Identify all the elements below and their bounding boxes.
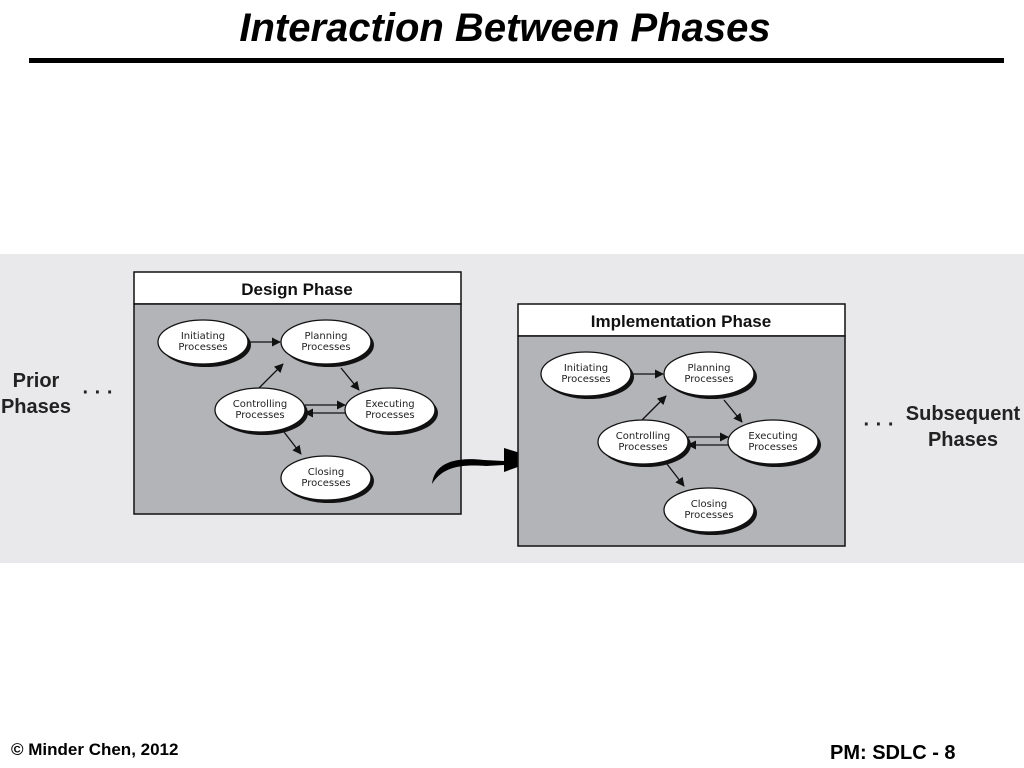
design-controlling-label-2: Processes [235, 410, 284, 421]
design-initiating-node: Initiating Processes [157, 319, 251, 367]
impl-executing-label-2: Processes [748, 442, 797, 453]
impl-initiating-label-2: Processes [561, 374, 610, 385]
design-controlling-to-closing-arrow [283, 431, 302, 455]
impl-initiating-label-1: Initiating [564, 363, 608, 374]
impl-controlling-to-closing-arrow [666, 463, 685, 487]
impl-planning-node: Planning Processes [663, 351, 757, 399]
implementation-phase-title: Implementation Phase [591, 312, 771, 331]
slide-number-footer: PM: SDLC - 8 [830, 742, 956, 764]
slide-title: Interaction Between Phases [239, 6, 771, 50]
subsequent-phases-label: · · · Subsequent Phases [863, 403, 1020, 451]
impl-planning-label-2: Processes [684, 374, 733, 385]
design-planning-label-2: Processes [301, 342, 350, 353]
impl-closing-label-1: Closing [691, 499, 728, 510]
design-planning-to-executing-arrow [340, 367, 360, 391]
design-planning-label-1: Planning [304, 331, 347, 342]
design-closing-label-2: Processes [301, 478, 350, 489]
phase-transition-arrow [432, 448, 540, 484]
prior-phases-label: Prior Phases · · · [1, 370, 114, 418]
prior-ellipsis: · · · [82, 382, 113, 404]
impl-closing-label-2: Processes [684, 510, 733, 521]
design-executing-node: Executing Processes [344, 387, 438, 435]
design-phase-box: Design Phase Initiating Processes Planni… [133, 271, 462, 515]
title-divider [29, 58, 1004, 63]
subsequent-phases-line1: Subsequent [906, 403, 1021, 425]
impl-planning-to-executing-arrow [723, 399, 743, 423]
design-controlling-label-1: Controlling [233, 399, 287, 410]
design-controlling-node: Controlling Processes [214, 387, 308, 435]
design-executing-label-2: Processes [365, 410, 414, 421]
impl-executing-label-1: Executing [748, 431, 797, 442]
subsequent-phases-line2: Phases [928, 429, 998, 451]
impl-closing-node: Closing Processes [663, 487, 757, 535]
design-initiating-label-1: Initiating [181, 331, 225, 342]
impl-controlling-to-planning-arrow [639, 395, 667, 423]
impl-initiating-node: Initiating Processes [540, 351, 634, 399]
impl-controlling-node: Controlling Processes [597, 419, 691, 467]
subsequent-ellipsis: · · · [863, 414, 894, 436]
impl-planning-label-1: Planning [687, 363, 730, 374]
design-closing-node: Closing Processes [280, 455, 374, 503]
design-closing-label-1: Closing [308, 467, 345, 478]
impl-controlling-label-1: Controlling [616, 431, 670, 442]
design-phase-title: Design Phase [241, 280, 353, 299]
copyright-footer: © Minder Chen, 2012 [11, 740, 179, 759]
design-planning-node: Planning Processes [280, 319, 374, 367]
implementation-phase-box: Implementation Phase Initiating Processe… [517, 303, 846, 547]
impl-controlling-label-2: Processes [618, 442, 667, 453]
prior-phases-line1: Prior [13, 370, 60, 392]
phase-interaction-diagram: Prior Phases · · · · · · Subsequent Phas… [1, 271, 1021, 547]
prior-phases-line2: Phases [1, 396, 71, 418]
design-controlling-to-planning-arrow [256, 363, 284, 391]
impl-executing-node: Executing Processes [727, 419, 821, 467]
design-initiating-label-2: Processes [178, 342, 227, 353]
design-executing-label-1: Executing [365, 399, 414, 410]
